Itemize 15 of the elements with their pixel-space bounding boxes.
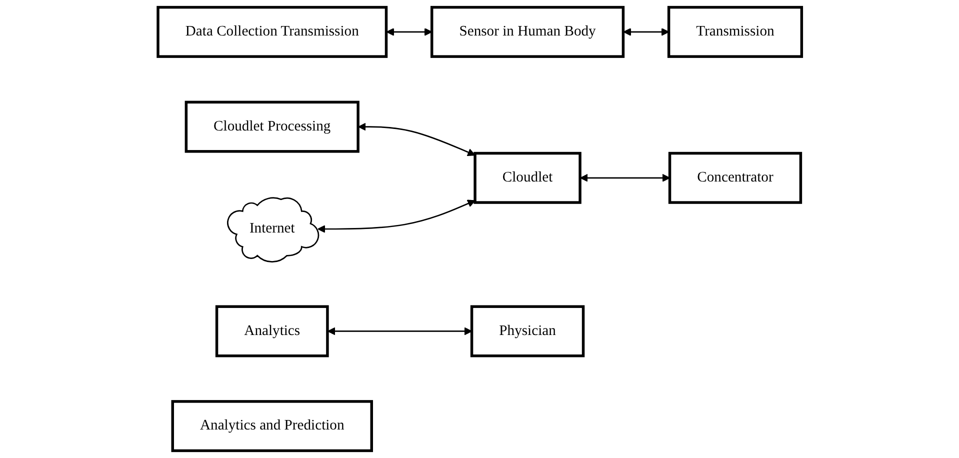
arrow xyxy=(622,28,669,36)
node-box: Analytics and Prediction xyxy=(170,400,373,452)
node-box: Physician xyxy=(470,305,584,358)
node-box: Transmission xyxy=(667,6,803,58)
arrow xyxy=(358,122,476,156)
arrow xyxy=(317,200,476,234)
node-box: Concentrator xyxy=(668,152,802,204)
node-box: Cloudlet Processing xyxy=(184,100,360,153)
node-box: Sensor in Human Body xyxy=(430,6,624,58)
node-box: Cloudlet xyxy=(473,152,582,204)
arrow xyxy=(386,28,432,36)
arrow xyxy=(327,327,472,336)
node-box: Analytics xyxy=(215,305,328,358)
node-box: Data Collection Transmission xyxy=(156,6,388,58)
arrow xyxy=(580,174,670,182)
